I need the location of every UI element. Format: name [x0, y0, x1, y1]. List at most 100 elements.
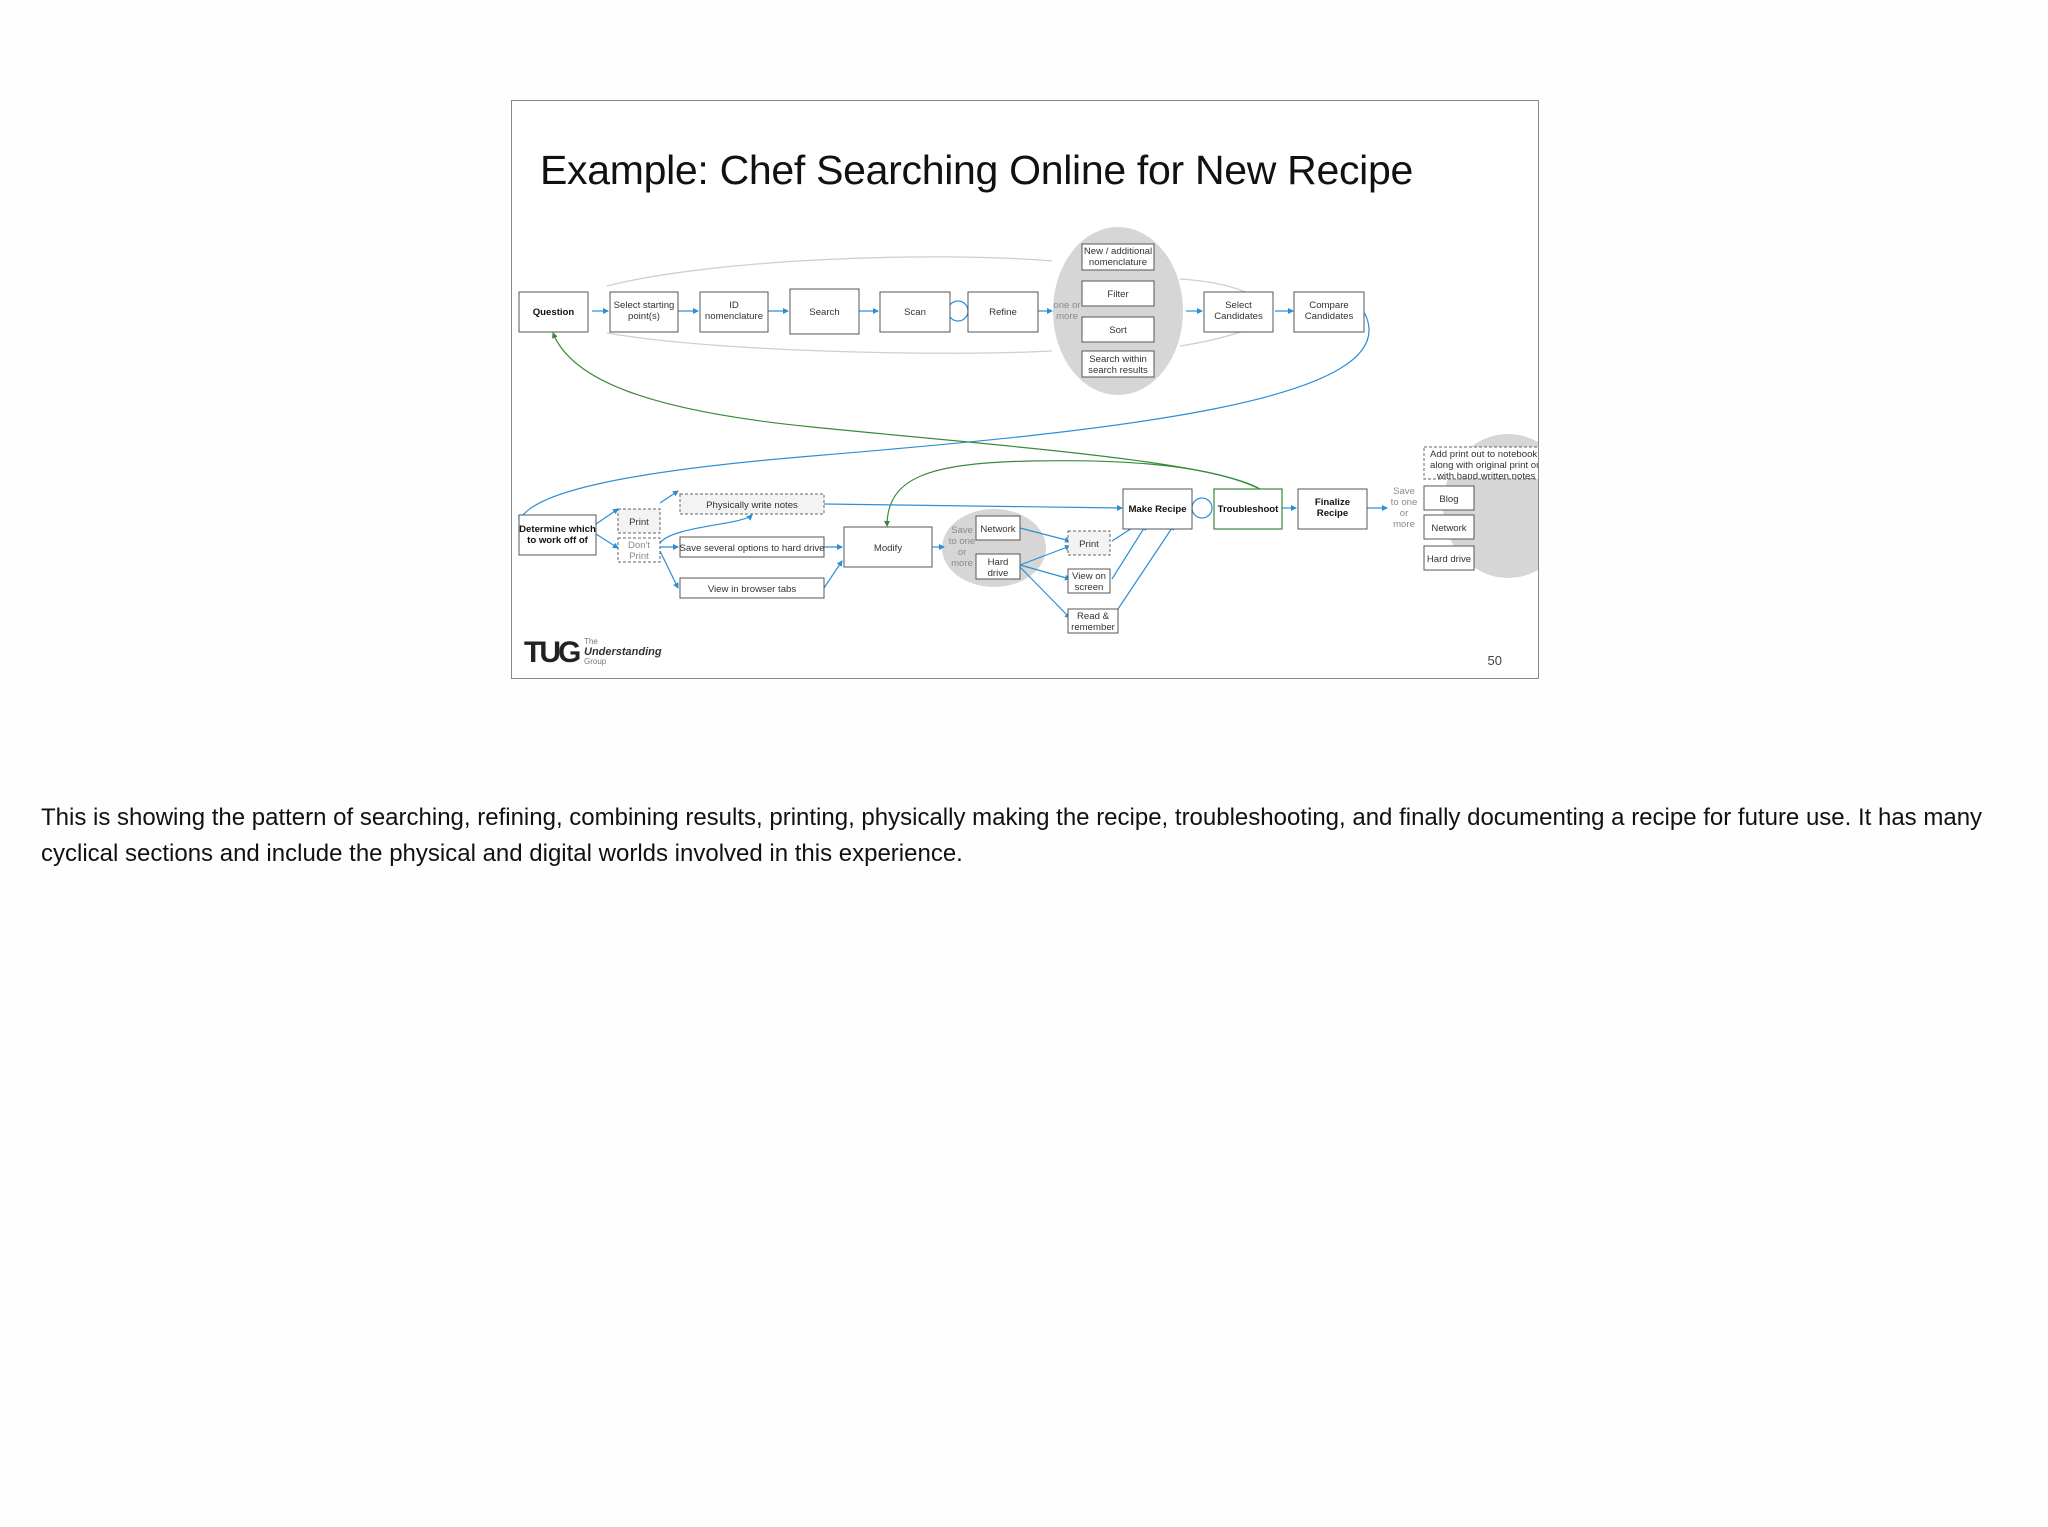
slide: Example: Chef Searching Online for New R…	[511, 100, 1539, 679]
node-sort-label: Sort	[1109, 325, 1127, 336]
slide-title: Example: Chef Searching Online for New R…	[540, 147, 1413, 193]
make-troubleshoot-loop-icon	[1191, 497, 1213, 519]
node-new-nomenclature	[1081, 243, 1155, 271]
node-search-label: Search	[809, 307, 839, 318]
node-label: or	[1400, 508, 1409, 519]
edge	[823, 503, 1123, 511]
node-select-starting-point	[609, 291, 679, 333]
node-search	[789, 288, 860, 335]
node-scan-label: Scan	[904, 307, 926, 318]
logo-mark: TUG	[524, 636, 580, 667]
node-label: Don't	[628, 540, 650, 551]
node-troubleshoot-label: Troubleshoot	[1218, 504, 1280, 515]
node-network	[975, 515, 1021, 541]
node-label: along with original print out	[1430, 460, 1538, 471]
edge	[659, 550, 679, 589]
node-label: search results	[1088, 365, 1148, 376]
node-finalize-recipe	[1297, 488, 1368, 530]
node-read-remember	[1067, 608, 1119, 634]
node-scan	[879, 291, 951, 333]
node-label: Select	[1225, 300, 1252, 311]
node-label: point(s)	[628, 311, 660, 322]
node-label: Add print out to notebook	[1430, 449, 1537, 460]
edge	[595, 508, 619, 525]
node-view-on-screen	[1067, 568, 1111, 594]
node-print-label: Print	[629, 517, 649, 528]
node-label: nomenclature	[705, 311, 763, 322]
node-label: drive	[988, 568, 1009, 579]
node-label: Print	[629, 551, 649, 562]
node-refine-label: Refine	[989, 307, 1017, 318]
node-modify	[843, 526, 933, 568]
node-modify-label: Modify	[874, 543, 902, 554]
node-label: Save	[951, 525, 973, 536]
edge	[1019, 527, 1071, 543]
node-blog-label: Blog	[1439, 494, 1458, 505]
node-filter-label: Filter	[1107, 289, 1129, 300]
node-make-recipe-label: Make Recipe	[1128, 504, 1186, 515]
node-blog	[1423, 485, 1475, 511]
edge	[823, 560, 843, 589]
node-label: Candidates	[1305, 311, 1354, 322]
node-dont-print	[617, 537, 661, 563]
node-hard-drive	[975, 553, 1021, 580]
node-label: Select starting	[614, 300, 675, 311]
edge	[1019, 566, 1071, 619]
node-network-label: Network	[980, 524, 1015, 535]
node-label: to one	[949, 536, 976, 547]
node-write-notes	[679, 493, 825, 515]
speaker-notes: This is showing the pattern of searching…	[41, 804, 1983, 867]
node-label: remember	[1071, 622, 1116, 633]
page-number: 50	[1487, 653, 1502, 668]
node-label: to work off of	[527, 535, 589, 546]
node-filter	[1081, 280, 1155, 307]
node-label: Search within	[1089, 354, 1147, 365]
node-label: nomenclature	[1089, 257, 1147, 268]
edge-compare-to-determine	[518, 311, 1370, 522]
node-label: or	[958, 547, 967, 558]
node-make-recipe	[1122, 488, 1193, 530]
scan-refine-loop-icon	[947, 300, 969, 322]
node-question	[518, 291, 589, 333]
node-label: to one	[1391, 497, 1418, 508]
loop-arc-bottom	[606, 332, 1053, 354]
edge	[1111, 524, 1147, 580]
node-determine	[518, 514, 597, 556]
node-search-within	[1081, 350, 1155, 378]
node-label: more	[1393, 519, 1415, 530]
node-label: New / additional	[1084, 246, 1152, 257]
node-refine	[967, 291, 1039, 333]
node-label: Hard	[988, 557, 1009, 568]
node-label: one or	[1053, 300, 1081, 311]
node-network-2-label: Network	[1431, 523, 1466, 534]
node-network-2	[1423, 514, 1475, 540]
node-label: more	[1056, 311, 1078, 322]
loop-arc-top	[606, 256, 1053, 287]
node-label: more	[951, 558, 973, 569]
edge	[659, 514, 753, 544]
node-label: Candidates	[1214, 311, 1263, 322]
node-label: Finalize	[1315, 497, 1350, 508]
edge	[1111, 524, 1175, 619]
node-label: ID	[729, 300, 739, 311]
node-label: View on	[1072, 571, 1106, 582]
node-print-2-label: Print	[1079, 539, 1099, 550]
node-browser-tabs	[679, 577, 825, 599]
node-add-print-out	[1423, 446, 1538, 480]
node-label: Determine which	[519, 524, 596, 535]
node-sort	[1081, 316, 1155, 343]
node-label: Recipe	[1317, 508, 1348, 519]
edge-troubleshoot-to-modify	[884, 460, 1261, 527]
logo-text: Understanding	[584, 646, 662, 658]
tug-logo: TUG The Understanding Group	[524, 636, 662, 667]
edge	[659, 490, 679, 504]
node-label: Read &	[1077, 611, 1110, 622]
logo-text: The	[584, 637, 598, 646]
node-question-label: Question	[533, 307, 575, 318]
node-write-notes-label: Physically write notes	[706, 500, 798, 511]
node-hard-drive-2	[1423, 545, 1475, 571]
logo-text: Group	[584, 657, 607, 666]
edge	[1019, 564, 1071, 581]
node-save-options	[679, 536, 825, 558]
node-save-options-label: Save several options to hard drive	[679, 543, 824, 554]
